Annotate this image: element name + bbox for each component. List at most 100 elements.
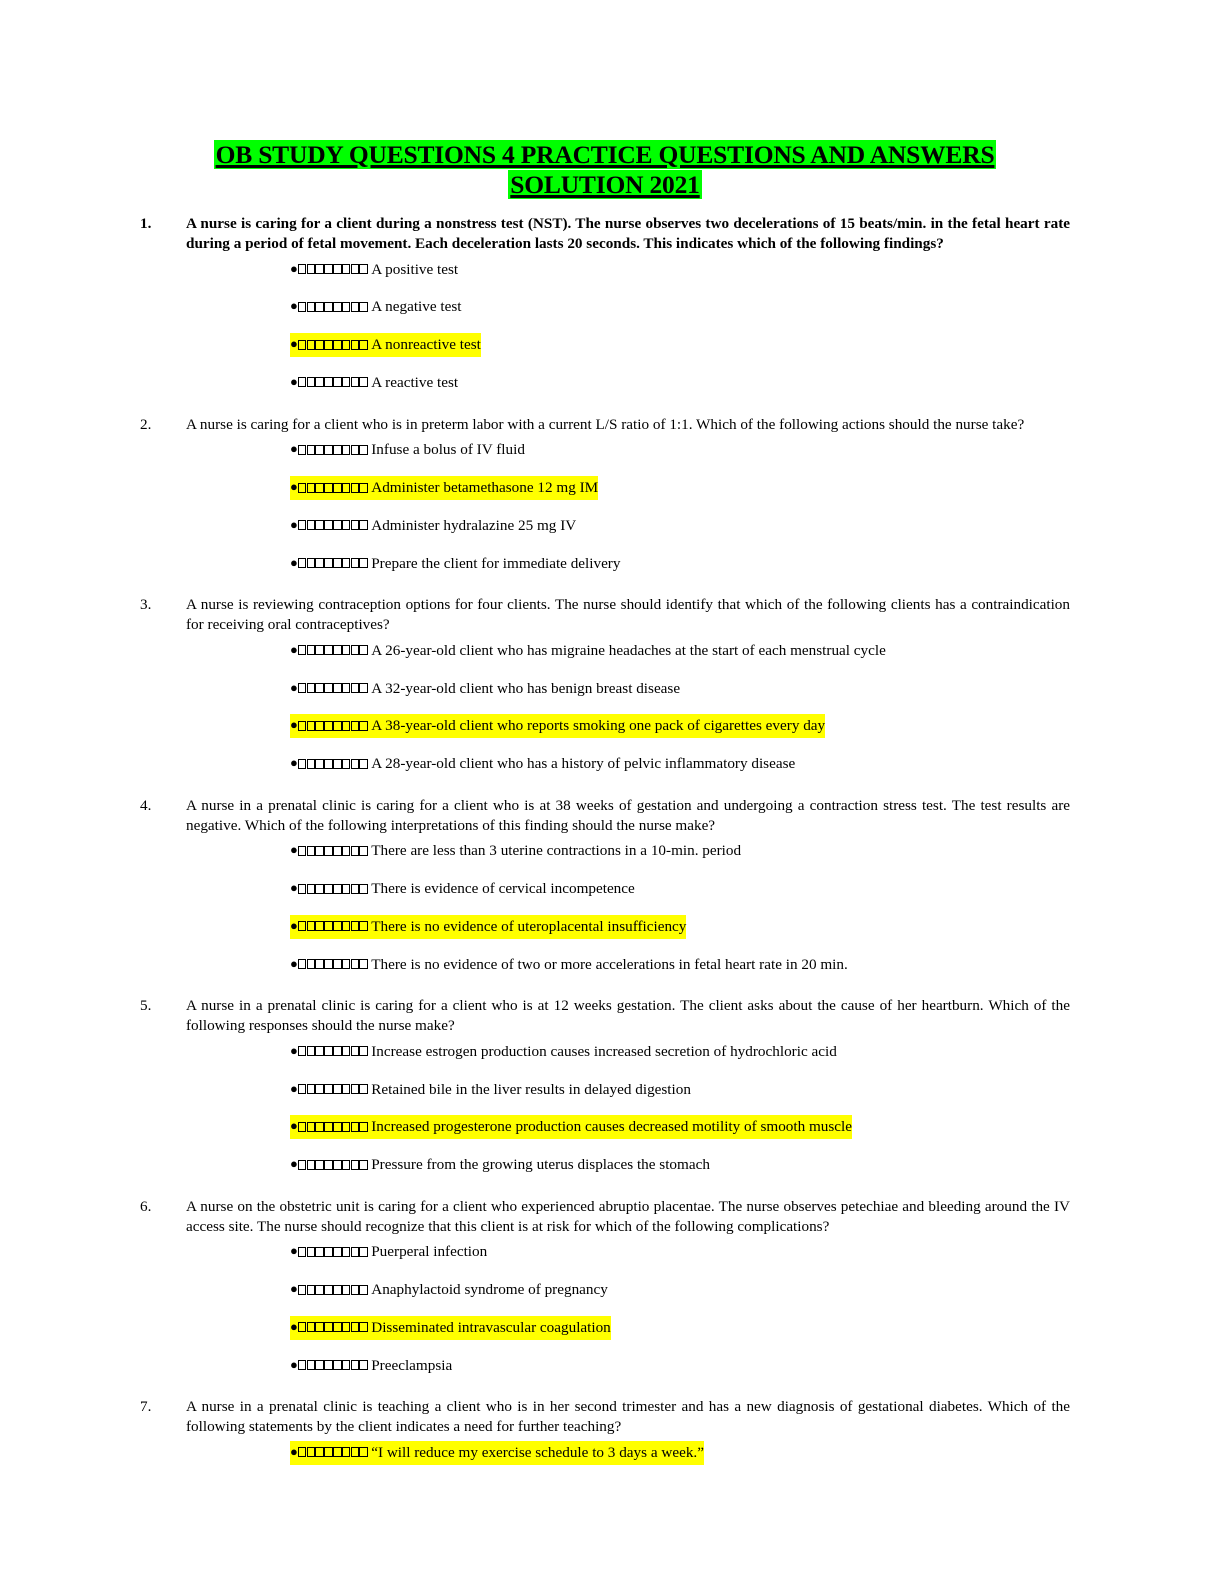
missing-glyph-box-icon bbox=[324, 720, 333, 731]
missing-glyph-box-icon bbox=[306, 1322, 316, 1333]
missing-glyph-box-icon bbox=[333, 1046, 342, 1057]
missing-glyph-box-icon bbox=[297, 683, 307, 694]
answer-option[interactable]: ●Preeclampsia bbox=[290, 1354, 1070, 1378]
missing-glyph-box-icon bbox=[315, 758, 324, 769]
missing-glyph-box-icon bbox=[315, 1246, 324, 1257]
bullet-marker: ● bbox=[290, 1042, 368, 1062]
missing-glyph-box-icon bbox=[324, 520, 333, 531]
bullet-marker: ● bbox=[290, 1242, 368, 1262]
bullet-icon: ● bbox=[290, 1156, 298, 1172]
missing-glyph-box-icon bbox=[333, 377, 342, 388]
answer-option-highlighted[interactable]: ●A 38-year-old client who reports smokin… bbox=[290, 714, 826, 739]
missing-glyph-box-icon bbox=[350, 1121, 360, 1132]
answer-option[interactable]: ●Administer hydralazine 25 mg IV bbox=[290, 514, 1070, 538]
answer-option-highlighted[interactable]: ●A nonreactive test bbox=[290, 333, 481, 357]
missing-glyph-box-icon bbox=[315, 683, 324, 694]
missing-glyph-box-icon bbox=[341, 444, 351, 455]
answer-option[interactable]: ●There is no evidence of two or more acc… bbox=[290, 953, 1070, 977]
bullet-marker: ● bbox=[290, 260, 368, 280]
bullet-marker: ● bbox=[290, 1280, 368, 1300]
answer-option[interactable]: ●Prepare the client for immediate delive… bbox=[290, 552, 1070, 576]
bullet-icon: ● bbox=[290, 1281, 298, 1297]
answer-option-row: ●Puerperal infection bbox=[140, 1240, 1070, 1264]
question-number: 3. bbox=[140, 596, 152, 614]
answer-option[interactable]: ●Infuse a bolus of IV fluid bbox=[290, 438, 1070, 462]
missing-glyph-box-icon bbox=[350, 883, 360, 894]
answer-option[interactable]: ●Pressure from the growing uterus displa… bbox=[290, 1153, 1070, 1177]
missing-glyph-box-icon bbox=[315, 720, 324, 731]
answer-option[interactable]: ●A negative test bbox=[290, 295, 1070, 319]
answer-option[interactable]: ●Anaphylactoid syndrome of pregnancy bbox=[290, 1278, 1070, 1302]
missing-glyph-box-icon bbox=[333, 959, 342, 970]
bullet-icon: ● bbox=[290, 441, 298, 457]
missing-glyph-box-icon bbox=[324, 883, 333, 894]
missing-glyph-box-icon bbox=[306, 482, 316, 493]
answer-option[interactable]: ●There is evidence of cervical incompete… bbox=[290, 877, 1070, 901]
bullet-icon: ● bbox=[290, 842, 298, 858]
missing-glyph-box-icon bbox=[359, 1322, 368, 1333]
answer-option-highlighted[interactable]: ●There is no evidence of uteroplacental … bbox=[290, 914, 687, 939]
answer-option-text: A positive test bbox=[371, 260, 459, 278]
answer-option-highlighted[interactable]: ●“I will reduce my exercise schedule to … bbox=[290, 1440, 704, 1465]
answer-option-text: Puerperal infection bbox=[371, 1243, 488, 1261]
question-text: 3. A nurse is reviewing contraception opt… bbox=[140, 595, 1070, 635]
missing-glyph-box-icon bbox=[333, 683, 342, 694]
answer-option-highlighted[interactable]: ●Increased progesterone production cause… bbox=[290, 1115, 853, 1140]
answer-options: ●A 26-year-old client who has migraine h… bbox=[140, 639, 1070, 776]
answer-option[interactable]: ●Retained bile in the liver results in d… bbox=[290, 1078, 1070, 1102]
bullet-marker: ● bbox=[290, 1080, 368, 1100]
missing-glyph-box-icon bbox=[315, 301, 324, 312]
answer-options: ●Puerperal infection●Anaphylactoid syndr… bbox=[140, 1240, 1070, 1377]
answer-option[interactable]: ●Increase estrogen production causes inc… bbox=[290, 1040, 1070, 1064]
missing-glyph-box-icon bbox=[350, 1322, 360, 1333]
missing-glyph-box-icon bbox=[297, 482, 307, 493]
missing-glyph-box-icon bbox=[333, 758, 342, 769]
missing-glyph-box-icon bbox=[341, 959, 351, 970]
answer-option-text: There is no evidence of uteroplacental i… bbox=[371, 917, 687, 935]
missing-glyph-box-icon bbox=[359, 444, 368, 455]
missing-glyph-box-icon bbox=[359, 1447, 368, 1458]
bullet-marker: ● bbox=[290, 841, 368, 861]
answer-option-text: Increased progesterone production causes… bbox=[371, 1118, 853, 1136]
missing-glyph-box-icon bbox=[306, 558, 316, 569]
question-block: 5.A nurse in a prenatal clinic is caring… bbox=[140, 996, 1070, 1177]
bullet-marker: ● bbox=[290, 554, 368, 574]
answer-option-text: A 32-year-old client who has benign brea… bbox=[371, 679, 681, 697]
bullet-marker: ● bbox=[290, 297, 368, 317]
answer-option[interactable]: ●A 32-year-old client who has benign bre… bbox=[290, 677, 1070, 701]
title-line-2: SOLUTION 2021 bbox=[140, 170, 1070, 200]
missing-glyph-box-icon bbox=[324, 1284, 333, 1295]
missing-glyph-box-icon bbox=[333, 264, 342, 275]
answer-option-text: A reactive test bbox=[371, 373, 459, 391]
missing-glyph-box-icon bbox=[350, 845, 360, 856]
answer-option-row: ●A 38-year-old client who reports smokin… bbox=[140, 714, 1070, 752]
missing-glyph-box-icon bbox=[359, 1084, 368, 1095]
bullet-marker: ● bbox=[290, 1155, 368, 1175]
question-body: A nurse is reviewing contraception optio… bbox=[186, 596, 1070, 634]
answer-option-row: ●Retained bile in the liver results in d… bbox=[140, 1078, 1070, 1102]
answer-option[interactable]: ●Puerperal infection bbox=[290, 1240, 1070, 1264]
question-block: 1.A nurse is caring for a client during … bbox=[140, 214, 1070, 395]
answer-option[interactable]: ●There are less than 3 uterine contracti… bbox=[290, 839, 1070, 863]
missing-glyph-box-icon bbox=[359, 339, 368, 350]
missing-glyph-box-icon bbox=[333, 520, 342, 531]
answer-option[interactable]: ●A positive test bbox=[290, 258, 1070, 282]
answer-option-highlighted[interactable]: ●Disseminated intravascular coagulation bbox=[290, 1315, 611, 1340]
answer-option[interactable]: ●A 26-year-old client who has migraine h… bbox=[290, 639, 1070, 663]
missing-glyph-box-icon bbox=[359, 520, 368, 531]
missing-glyph-box-icon bbox=[324, 444, 333, 455]
missing-glyph-box-icon bbox=[341, 1046, 351, 1057]
answer-option-row: ●Anaphylactoid syndrome of pregnancy bbox=[140, 1278, 1070, 1302]
missing-glyph-box-icon bbox=[297, 645, 307, 656]
missing-glyph-box-icon bbox=[341, 1322, 351, 1333]
missing-glyph-box-icon bbox=[359, 1046, 368, 1057]
answer-option-highlighted[interactable]: ●Administer betamethasone 12 mg IM bbox=[290, 476, 599, 500]
missing-glyph-box-icon bbox=[306, 758, 316, 769]
missing-glyph-box-icon bbox=[333, 720, 342, 731]
answer-option[interactable]: ●A reactive test bbox=[290, 371, 1070, 395]
bullet-icon: ● bbox=[290, 880, 298, 896]
answer-option[interactable]: ●A 28-year-old client who has a history … bbox=[290, 752, 1070, 776]
missing-glyph-box-icon bbox=[306, 1246, 316, 1257]
missing-glyph-box-icon bbox=[341, 301, 351, 312]
